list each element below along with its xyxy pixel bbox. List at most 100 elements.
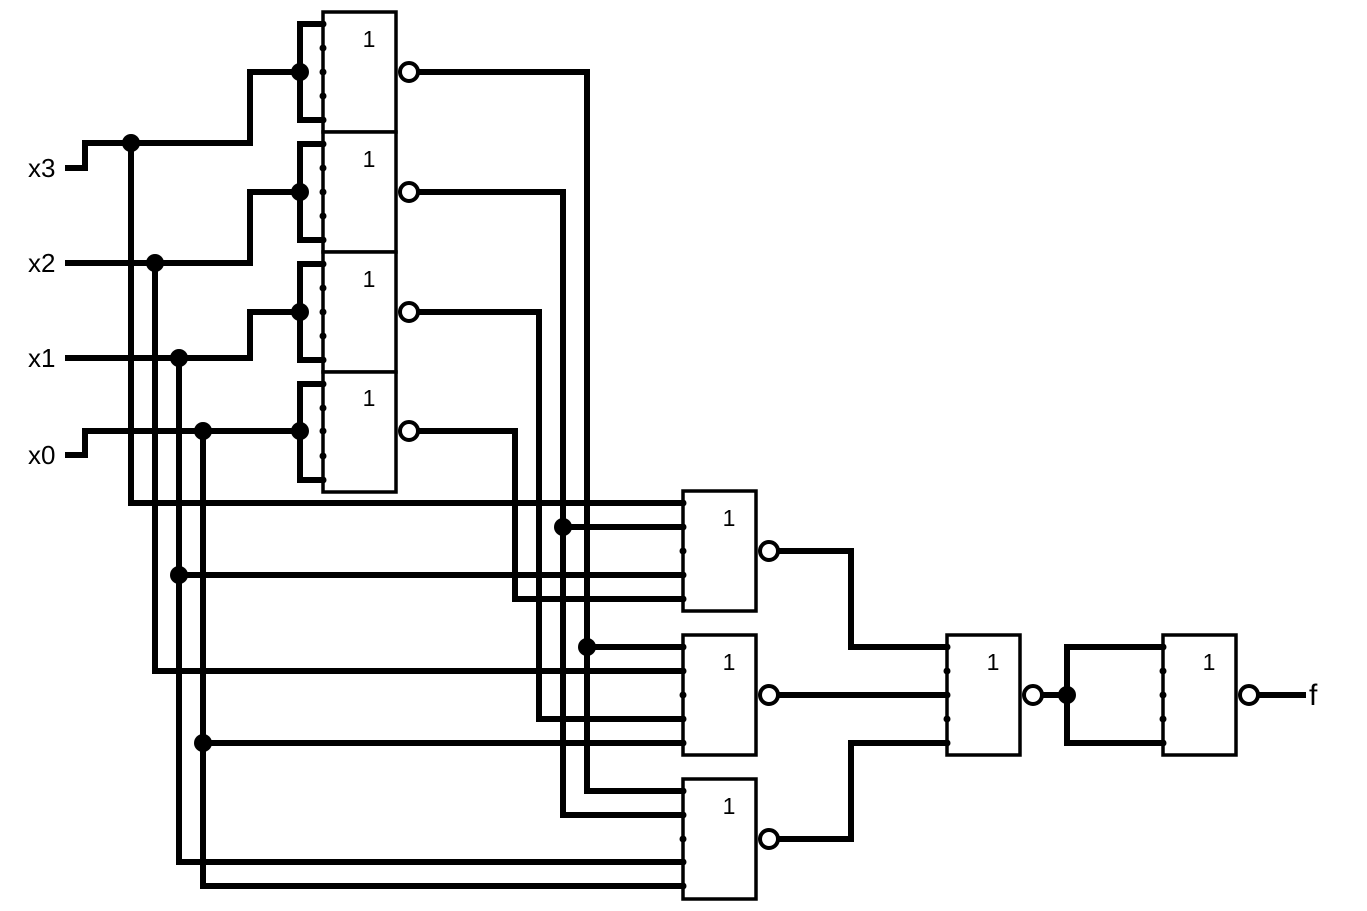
gate-symbol: 1	[363, 146, 376, 172]
input-pin	[679, 595, 687, 603]
output-bubble	[398, 181, 420, 203]
gate-symbol: 1	[363, 266, 376, 292]
input-pin	[943, 691, 951, 699]
wire-x3-bus	[128, 140, 686, 506]
wire-x1-bus	[176, 355, 686, 865]
input-pin	[319, 212, 327, 220]
input-pin	[679, 643, 687, 651]
wire-x2-bus	[152, 260, 686, 674]
output-bubble	[1022, 684, 1044, 706]
gate-body	[321, 250, 398, 374]
gate-body	[321, 130, 398, 254]
input-pin	[319, 140, 327, 148]
gate-output-inverter: 1	[1159, 633, 1260, 757]
input-pin	[319, 68, 327, 76]
junction-inv2-in	[291, 183, 309, 201]
wire-x1-input	[65, 309, 303, 361]
junction-inv1-in	[291, 303, 309, 321]
junction-x1-nor1	[170, 566, 188, 584]
input-pin	[943, 643, 951, 651]
label-input-x2: x2	[28, 248, 55, 278]
junction-inv0-in	[291, 422, 309, 440]
input-pin	[943, 715, 951, 723]
input-pin	[679, 811, 687, 819]
input-pin	[319, 404, 327, 412]
input-pin	[319, 452, 327, 460]
input-pin	[1159, 715, 1167, 723]
junction-x1	[170, 349, 188, 367]
gate-body	[321, 370, 398, 494]
output-bubble	[1238, 684, 1260, 706]
label-input-x1: x1	[28, 343, 55, 373]
gate-body	[681, 777, 758, 901]
gate-body	[945, 633, 1022, 757]
input-pin	[679, 739, 687, 747]
input-pin	[319, 356, 327, 364]
output-bubble	[398, 61, 420, 83]
gate-body	[1161, 633, 1238, 757]
gate-inv3: 1	[319, 10, 420, 134]
input-pin	[679, 691, 687, 699]
input-pin	[319, 380, 327, 388]
input-pin	[319, 284, 327, 292]
input-pin	[319, 188, 327, 196]
gate-symbol: 1	[1203, 649, 1216, 675]
junction-x3	[122, 134, 140, 152]
input-pin	[319, 164, 327, 172]
input-pin	[679, 667, 687, 675]
input-pin	[319, 20, 327, 28]
junction-x2	[146, 254, 164, 272]
input-pin	[679, 571, 687, 579]
wire-not-x1	[417, 309, 686, 722]
input-pin	[319, 260, 327, 268]
wire-not-x3	[417, 69, 686, 794]
gate-nor-final: 1	[943, 633, 1044, 757]
output-bubble	[758, 828, 780, 850]
input-pin	[943, 667, 951, 675]
wire-x2-input	[65, 189, 303, 266]
input-pin	[319, 92, 327, 100]
input-pin	[319, 332, 327, 340]
input-pin	[1159, 643, 1167, 651]
input-pin	[319, 427, 327, 435]
gate-symbol: 1	[723, 793, 736, 819]
wire-not-x2	[417, 189, 686, 818]
wire-x0-bus	[200, 428, 686, 889]
output-bubble	[398, 420, 420, 442]
gate-symbol: 1	[363, 385, 376, 411]
input-pin	[679, 715, 687, 723]
gate-inv2: 1	[319, 130, 420, 254]
gate-symbol: 1	[987, 649, 1000, 675]
output-bubble	[398, 301, 420, 323]
wire-nor1-out	[777, 548, 950, 650]
input-pin	[319, 476, 327, 484]
output-bubble	[758, 684, 780, 706]
output-bubble	[758, 540, 780, 562]
gate-symbol: 1	[363, 26, 376, 52]
wire-not-x0	[417, 428, 686, 602]
input-pin	[679, 882, 687, 890]
input-pin	[679, 499, 687, 507]
input-pin	[319, 308, 327, 316]
input-pin	[1159, 667, 1167, 675]
gate-symbol: 1	[723, 649, 736, 675]
gate-symbol: 1	[723, 505, 736, 531]
label-input-x0: x0	[28, 440, 55, 470]
gate-inv0: 1	[319, 370, 420, 494]
input-pin	[319, 44, 327, 52]
input-pin	[1159, 691, 1167, 699]
junction-x0	[194, 422, 212, 440]
label-output-f: f	[1309, 679, 1318, 712]
input-pin	[1159, 739, 1167, 747]
junction-not-x2	[554, 518, 572, 536]
gate-body	[681, 489, 758, 613]
wire-nor3-out	[777, 740, 950, 842]
wire-x3-input	[65, 69, 303, 171]
junction-final-out	[1058, 686, 1076, 704]
gate-body	[681, 633, 758, 757]
junction-not-x3	[578, 638, 596, 656]
gate-inv1: 1	[319, 250, 420, 374]
junction-x0-nor2	[194, 734, 212, 752]
input-pin	[679, 523, 687, 531]
